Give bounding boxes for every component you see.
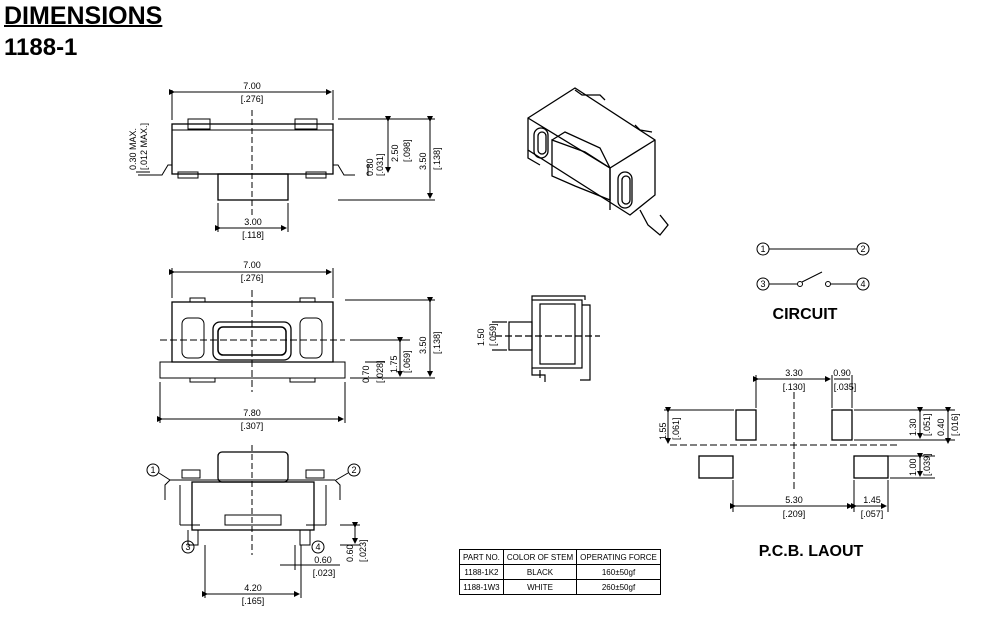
- pcb-title: P.C.B. LAOUT: [759, 543, 864, 560]
- pcb-dim-h1: 1.55: [658, 422, 668, 440]
- pcb-dim-w3-in: [.209]: [783, 509, 806, 519]
- dim-overall-width-in: [.307]: [241, 421, 264, 431]
- dim-term-h: 0.80: [365, 158, 375, 176]
- dim-lead-h: 0.60: [345, 544, 355, 562]
- table-header-cell: PART NO.: [459, 549, 504, 565]
- circuit-node-4: 4: [860, 279, 865, 289]
- table-cell: 1188-1K2: [459, 564, 504, 580]
- pcb-dim-w3: 5.30: [785, 495, 803, 505]
- dim-plan-width: 7.00: [243, 260, 261, 270]
- pcb-dim-h3: 0.40: [936, 418, 946, 436]
- pcb-dim-h1-in: [.061]: [671, 417, 681, 440]
- dim-half-depth-in: [.069]: [402, 350, 412, 373]
- pcb-dim-w4-in: [.057]: [861, 509, 884, 519]
- table-row: 1188-1K2 BLACK 160±50gf: [459, 564, 661, 580]
- pcb-dim-h3-in: [.016]: [950, 413, 960, 436]
- dim-body-h-in: [.098]: [402, 139, 412, 162]
- side-view: [492, 295, 600, 382]
- pin-label-4: 4: [315, 542, 320, 552]
- dim-plan-width-in: [.276]: [241, 273, 264, 283]
- circuit-schematic: [756, 242, 870, 291]
- drawing-title: DIMENSIONS: [4, 2, 163, 30]
- table-cell: 160±50gf: [576, 564, 661, 580]
- dim-lead-h-in: [.023]: [358, 539, 368, 562]
- part-number: 1188-1: [4, 34, 78, 61]
- pcb-dim-w1: 3.30: [785, 368, 803, 378]
- dim-lead: 0.60: [314, 555, 332, 565]
- dim-overall-width: 7.80: [243, 408, 261, 418]
- dim-stem-width-in: [.118]: [242, 230, 264, 240]
- dim-pitch-in: [.165]: [242, 596, 265, 606]
- table-header-cell: OPERATING FORCE: [576, 549, 661, 565]
- dim-total-h: 3.50: [418, 152, 428, 170]
- dim-plan-depth-in: [.138]: [432, 331, 442, 354]
- circuit-title: CIRCUIT: [773, 306, 838, 323]
- circuit-node-2: 2: [860, 244, 865, 254]
- dim-top-width-in: [.276]: [241, 94, 264, 104]
- pcb-dim-w1-in: [.130]: [783, 382, 806, 392]
- dim-pitch: 4.20: [244, 583, 262, 593]
- circuit-node-3: 3: [760, 279, 765, 289]
- table-cell: 1188-1W3: [459, 579, 504, 595]
- table-header-cell: COLOR OF STEM: [502, 549, 578, 565]
- table-cell: WHITE: [502, 579, 578, 595]
- dim-plan-depth: 3.50: [418, 336, 428, 354]
- table-row: 1188-1W3 WHITE 260±50gf: [459, 579, 661, 595]
- dim-body-h: 2.50: [390, 144, 400, 162]
- dim-term-h-in: [.031]: [375, 153, 385, 176]
- pin-label-1: 1: [150, 465, 155, 475]
- pcb-dim-w2: 0.90: [833, 368, 851, 378]
- dim-total-h-in: [.138]: [432, 147, 442, 170]
- pcb-dim-w2-in: [.035]: [834, 382, 857, 392]
- circuit-node-1: 1: [760, 244, 765, 254]
- isometric-view: [527, 87, 669, 236]
- dim-stem-width: 3.00: [244, 217, 262, 227]
- dim-tab: 0.70: [361, 365, 371, 383]
- table-cell: 260±50gf: [576, 579, 661, 595]
- pcb-dim-h2: 1.30: [908, 418, 918, 436]
- dim-side-stem: 1.50: [476, 328, 486, 346]
- table-header-row: PART NO. COLOR OF STEM OPERATING FORCE: [459, 549, 661, 565]
- pcb-layout: [664, 375, 955, 512]
- dim-tab-in: [.028]: [375, 360, 385, 383]
- pin-label-3: 3: [185, 542, 190, 552]
- dim-terminal-max: 0.30 MAX.: [128, 128, 138, 170]
- plan-view: [157, 268, 435, 423]
- dim-lead-in: [.023]: [313, 568, 336, 578]
- bottom-front-view: [146, 445, 361, 598]
- table-cell: BLACK: [502, 564, 578, 580]
- pcb-dim-h4: 1.00: [908, 458, 918, 476]
- pcb-dim-h2-in: [.051]: [922, 413, 932, 436]
- front-view: [136, 89, 435, 232]
- spec-table: PART NO. COLOR OF STEM OPERATING FORCE 1…: [459, 549, 661, 595]
- dim-side-stem-in: [.059]: [488, 323, 498, 346]
- dim-terminal-max-in: [.012 MAX.]: [139, 123, 149, 170]
- pcb-dim-h4-in: [.039]: [922, 453, 932, 476]
- pcb-dim-w4: 1.45: [863, 495, 881, 505]
- dim-half-depth: 1.75: [389, 355, 399, 373]
- dim-top-width: 7.00: [243, 81, 261, 91]
- pin-label-2: 2: [351, 465, 356, 475]
